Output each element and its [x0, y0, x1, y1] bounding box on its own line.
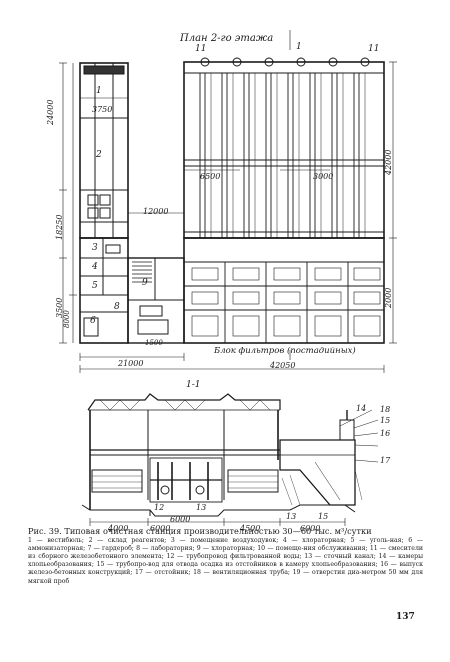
- room-9: 9: [142, 278, 148, 288]
- room-6: 6: [90, 316, 96, 326]
- dim-42050: 42050: [270, 361, 296, 370]
- caption-heading: Рис. 39. Типовая очистная станция произв…: [28, 526, 372, 536]
- sec-dim-6000b: 6000: [300, 524, 321, 533]
- dim-21000: 21000: [118, 359, 144, 368]
- dim-8000: 8000: [63, 310, 71, 328]
- section-title: 1-1: [186, 380, 201, 390]
- dim-6500: 6500: [200, 172, 221, 181]
- dim-1500: 1500: [145, 339, 163, 347]
- room-3: 3: [92, 243, 98, 253]
- callout-14: 14: [356, 404, 367, 413]
- callout-15b: 15: [318, 512, 329, 521]
- callout-13: 13: [196, 503, 207, 512]
- callout-15: 15: [380, 416, 391, 425]
- dim-3750: 3750: [92, 105, 113, 114]
- room-11-left: 11: [195, 44, 207, 54]
- callout-12: 12: [154, 503, 165, 512]
- room-11-right: 11: [368, 44, 380, 54]
- section-marker: 1: [296, 42, 302, 52]
- dim-42000: 42000: [384, 149, 393, 175]
- dim-3000: 3000: [313, 172, 334, 181]
- caption-legend: 1 — вестибюль; 2 — склад реагентов; 3 — …: [28, 537, 423, 585]
- plan-title: План 2-го этажа: [180, 33, 274, 44]
- sec-dim-6000c: 6000: [150, 524, 171, 533]
- callout-18: 18: [380, 405, 391, 414]
- sec-dim-4500: 4500: [240, 524, 261, 533]
- room-4: 4: [92, 262, 98, 272]
- figure-caption: Рис. 39. Типовая очистная станция произв…: [28, 527, 423, 586]
- block-label: Блок фильтров (постадийных): [214, 346, 356, 356]
- dim-12000: 12000: [143, 207, 169, 216]
- page-number: 137: [396, 612, 415, 622]
- callout-16: 16: [380, 429, 391, 438]
- sec-dim-6000: 6000: [170, 515, 191, 524]
- callout-13b: 13: [286, 512, 297, 521]
- room-5: 5: [92, 281, 98, 291]
- room-2: 2: [96, 150, 102, 160]
- sec-dim-4000: 4000: [108, 524, 129, 533]
- dim-2000: 2000: [384, 287, 393, 308]
- dim-24000: 24000: [46, 99, 55, 125]
- callout-17: 17: [380, 456, 391, 465]
- room-1: 1: [96, 86, 102, 96]
- dim-18250: 18250: [55, 214, 64, 240]
- room-8: 8: [114, 302, 120, 312]
